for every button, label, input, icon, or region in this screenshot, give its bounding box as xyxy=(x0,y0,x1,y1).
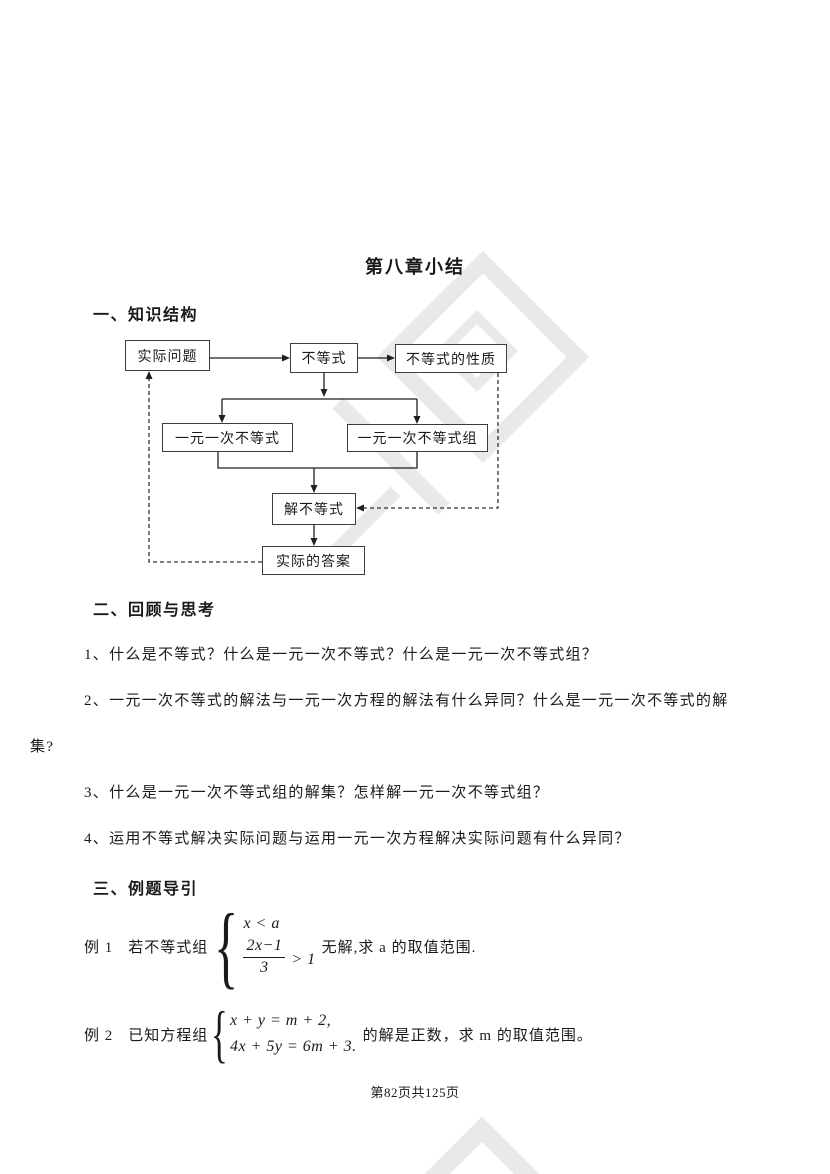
flowchart-node-inequality: 不等式 xyxy=(290,343,358,373)
example-2-equation-2: 4x + 5y = 6m + 3. xyxy=(230,1038,357,1055)
system-brace: { xyxy=(214,894,239,997)
page-title: 第八章小结 xyxy=(365,257,465,277)
flowchart-node-linear-inequality: 一元一次不等式 xyxy=(162,423,293,452)
system-brace: { xyxy=(211,997,229,1069)
section-heading-knowledge: 一、知识结构 xyxy=(93,307,199,324)
review-question-4: 4、运用不等式解决实际问题与运用一元一次方程解决实际问题有什么异同？ xyxy=(84,831,631,847)
review-question-1: 1、什么是不等式？什么是一元一次不等式？什么是一元一次不等式组？ xyxy=(84,647,599,663)
page-number: 第82页共125页 xyxy=(370,1085,460,1100)
inequality-comparison: > 1 xyxy=(291,951,316,968)
example-1-inequality-1: x < a xyxy=(243,915,280,933)
flowchart-node-linear-inequality-group: 一元一次不等式组 xyxy=(347,424,488,452)
example-2-question: 的解是正数，求 m 的取值范围。 xyxy=(362,1027,593,1044)
flowchart-node-solve-inequality: 解不等式 xyxy=(272,493,356,525)
flowchart-node-practical-answer: 实际的答案 xyxy=(262,546,365,575)
fraction-numerator: 2x−1 xyxy=(243,937,286,958)
watermark-logo-bottom xyxy=(350,1116,614,1174)
review-question-2-line-1: 2、一元一次不等式的解法与一元一次方程的解法有什么异同？什么是一元一次不等式的解 xyxy=(84,693,729,709)
example-1-question: 无解,求 a 的取值范围. xyxy=(321,939,477,956)
review-question-2-line-2: 集? xyxy=(30,739,55,755)
example-1: 例 1 若不等式组 { x < a 2x−1 3 > 1 无解,求 a 的取值范… xyxy=(84,894,477,997)
example-2-system: x + y = m + 2, 4x + 5y = 6m + 3. xyxy=(230,1008,357,1060)
section-heading-examples: 三、例题导引 xyxy=(93,881,199,898)
knowledge-structure-flowchart: 实际问题 不等式 不等式的性质 一元一次不等式 一元一次不等式组 解不等式 实际… xyxy=(112,336,517,581)
example-2-equation-1: x + y = m + 2, xyxy=(230,1012,332,1029)
flowchart-connectors xyxy=(145,354,499,563)
flowchart-node-practical-problem: 实际问题 xyxy=(125,340,210,371)
example-1-inequality-2: 2x−1 3 > 1 xyxy=(243,937,315,977)
example-1-label: 例 1 xyxy=(84,939,114,956)
review-question-3: 3、什么是一元一次不等式组的解集？怎样解一元一次不等式组？ xyxy=(84,785,550,801)
example-2: 例 2 已知方程组 { x + y = m + 2, 4x + 5y = 6m … xyxy=(84,998,593,1070)
example-2-label: 例 2 xyxy=(84,1027,114,1044)
section-heading-review: 二、回顾与思考 xyxy=(93,602,216,619)
example-1-intro: 若不等式组 xyxy=(128,939,209,956)
flowchart-node-inequality-properties: 不等式的性质 xyxy=(395,344,507,373)
fraction-denominator: 3 xyxy=(260,958,269,976)
example-1-system: x < a 2x−1 3 > 1 xyxy=(243,915,315,977)
fraction: 2x−1 3 xyxy=(243,937,286,977)
example-2-intro: 已知方程组 xyxy=(128,1027,209,1044)
